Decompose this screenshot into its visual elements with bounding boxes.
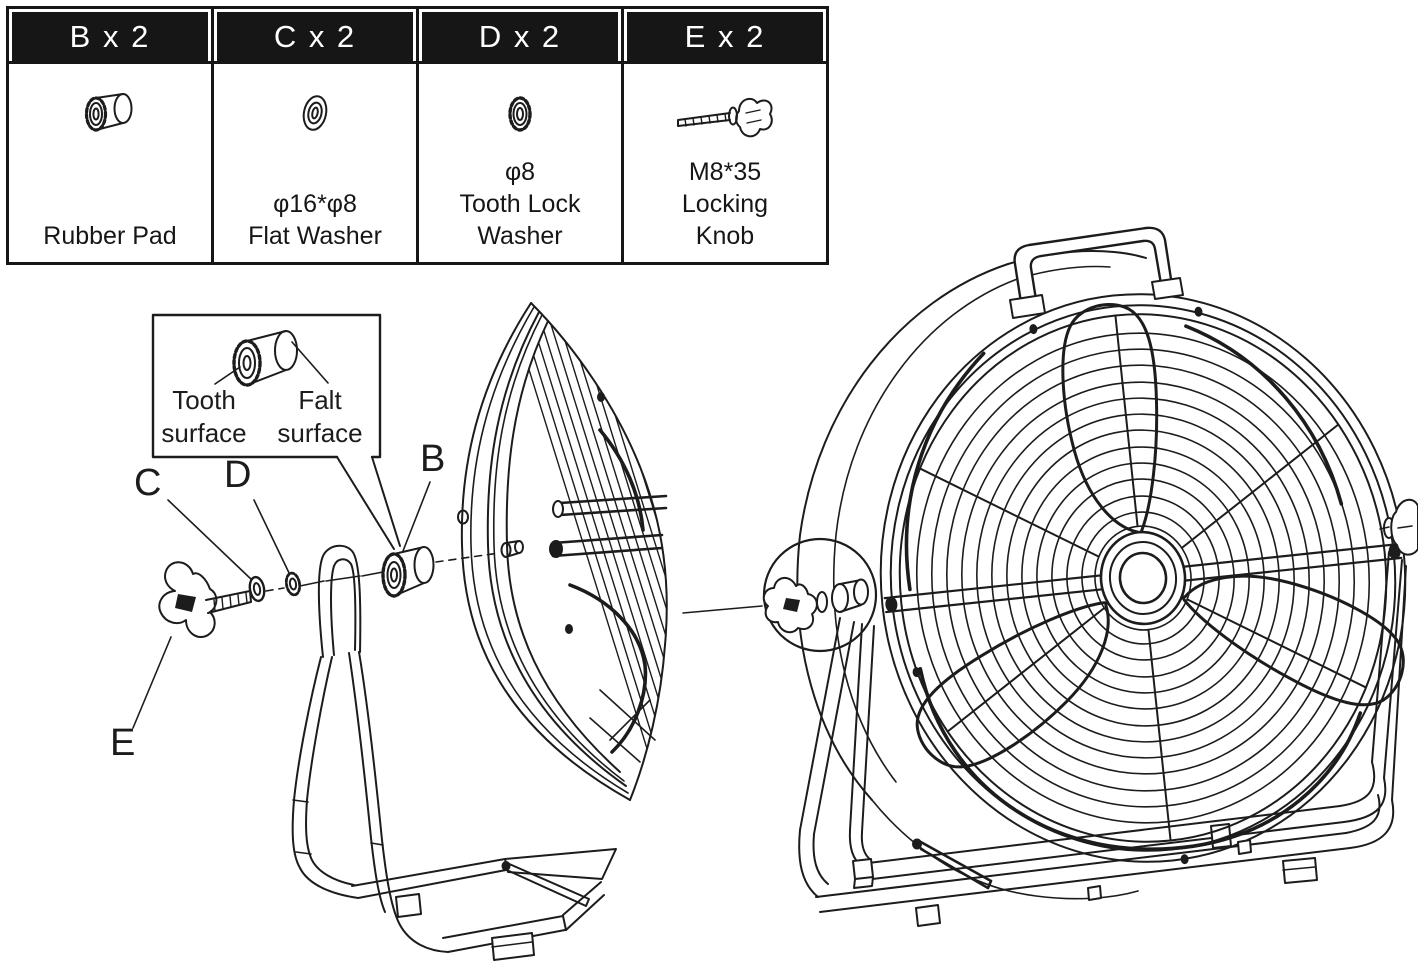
flat-washer-icon <box>214 88 416 138</box>
label-e: E <box>110 722 136 764</box>
locking-knob-icon <box>624 88 826 144</box>
assembled-stand <box>798 551 1407 927</box>
parts-header-d: D x 2 <box>422 12 618 61</box>
parts-header-c: C x 2 <box>217 12 413 61</box>
parts-header-b: B x 2 <box>12 12 208 61</box>
rubber-pad-icon <box>9 88 211 138</box>
exploded-stand <box>291 544 617 961</box>
exploded-hardware <box>132 481 524 729</box>
label-d: D <box>224 454 252 496</box>
surface-callout-box <box>151 313 401 550</box>
assembled-fan <box>796 226 1418 901</box>
parts-header-e: E x 2 <box>627 12 823 61</box>
part-name-b: Rubber Pad <box>43 222 177 250</box>
tooth-lock-washer-icon <box>419 88 621 140</box>
label-c: C <box>134 462 162 504</box>
right-knob <box>1379 498 1418 556</box>
parts-column-b: B x 2 Rubber Pad <box>9 9 211 262</box>
label-b: B <box>420 438 446 480</box>
parts-table: B x 2 Rubber Pad C x 2 <box>6 6 829 265</box>
knob-detail-callout <box>682 537 878 653</box>
